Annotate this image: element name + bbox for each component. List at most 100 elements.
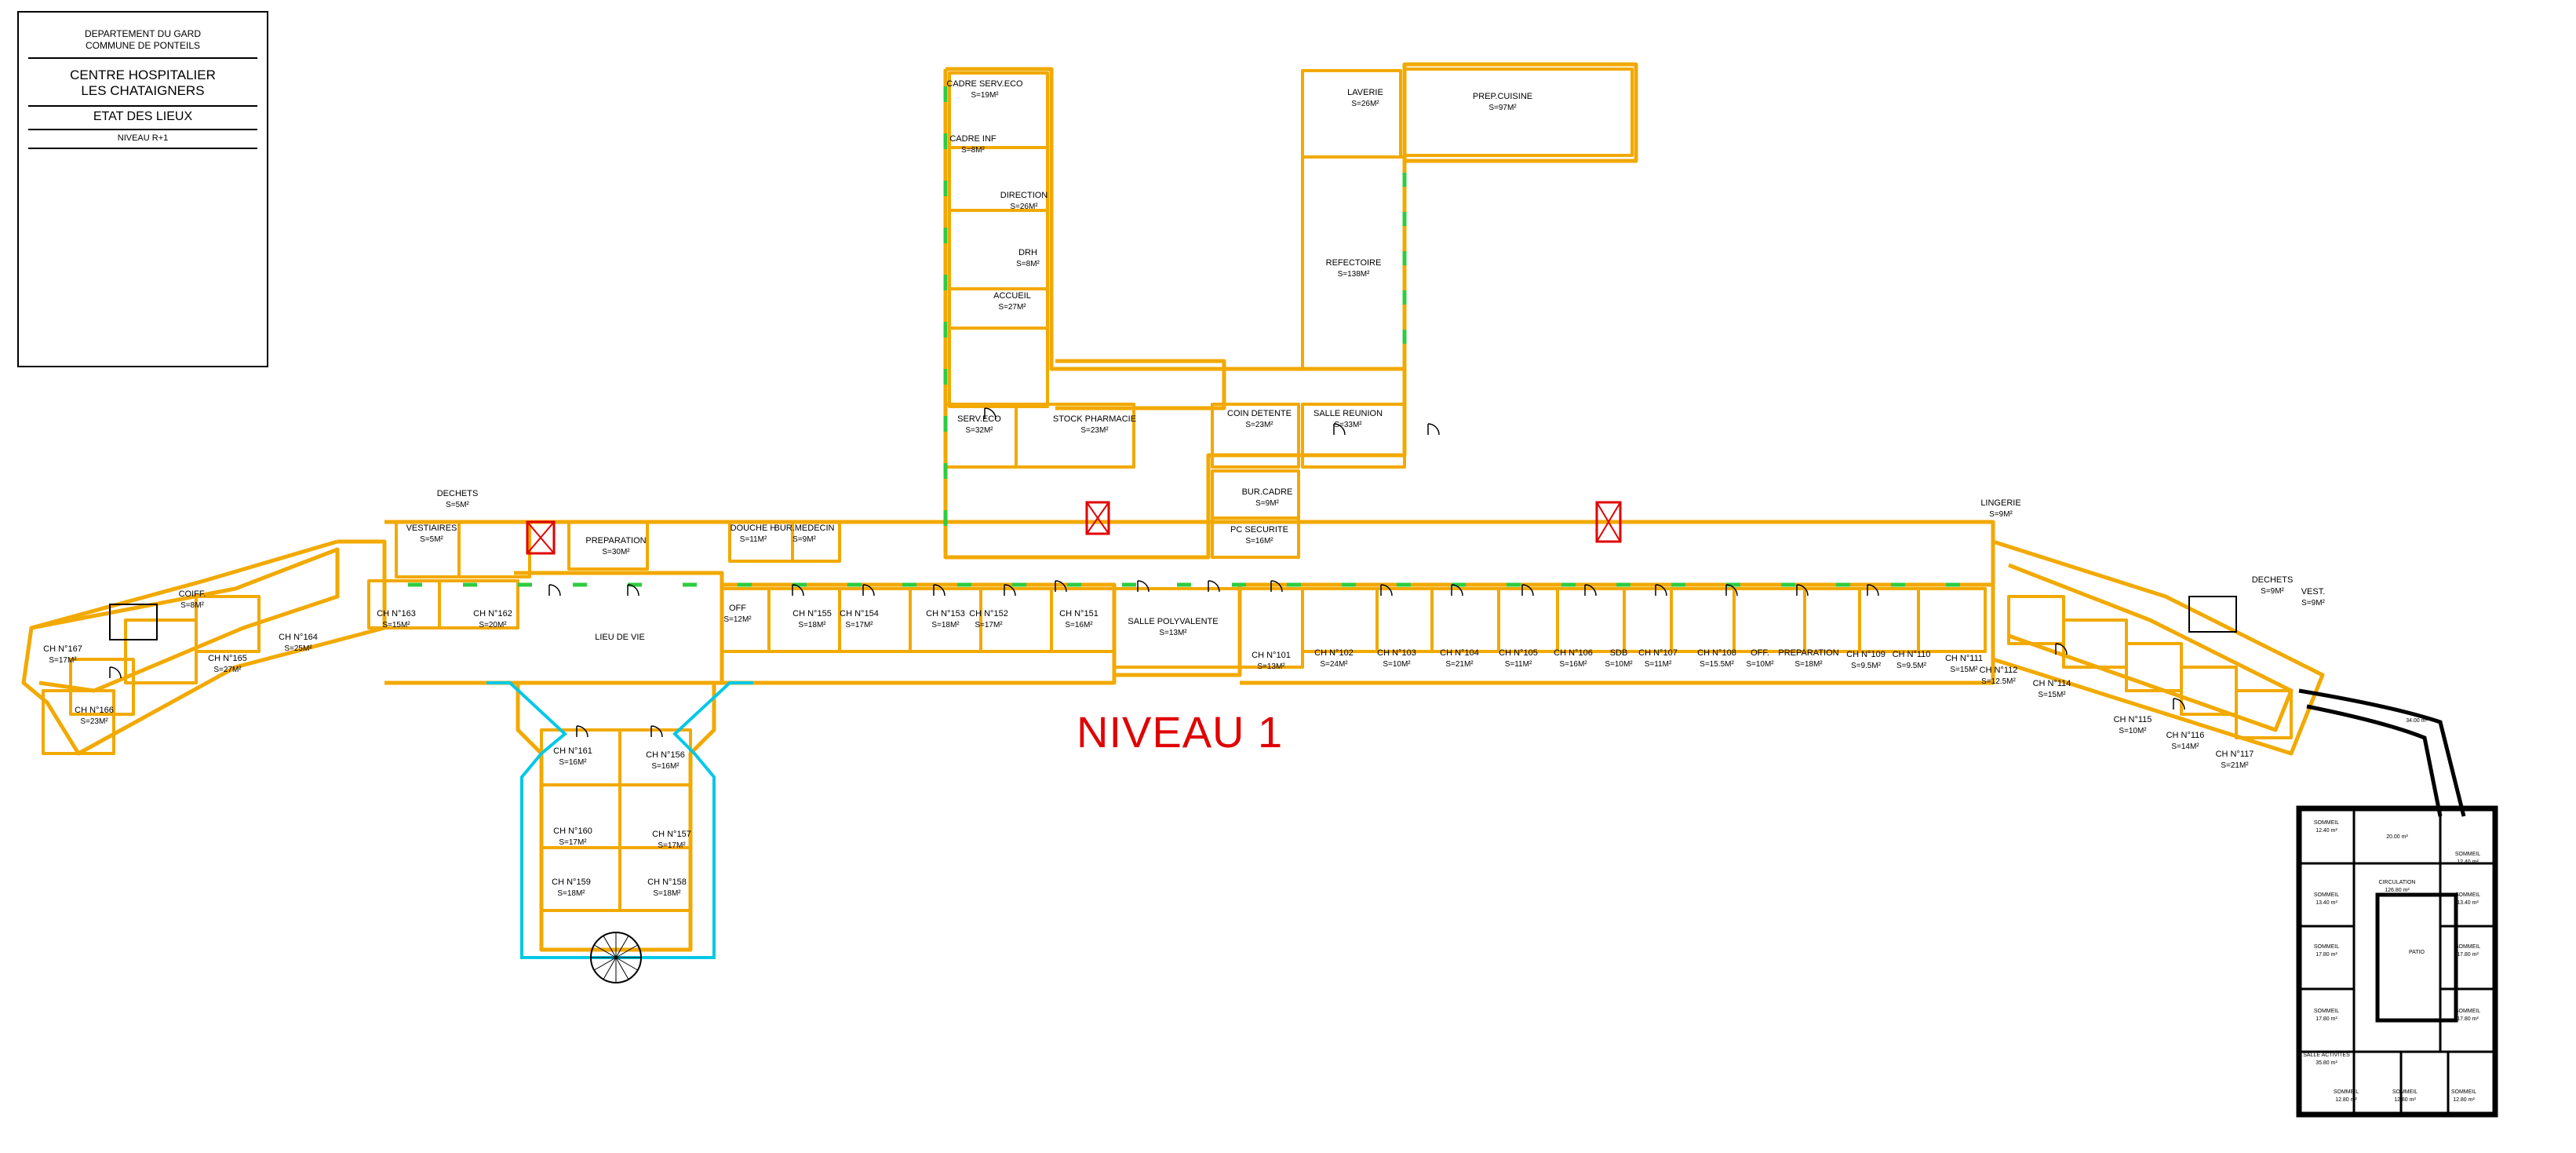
annex-room-name: SOMMEIL: [2455, 892, 2480, 898]
door-swing: [862, 584, 875, 597]
room-name: PC SECURITE: [1230, 525, 1288, 535]
room-area: S=23M²: [1080, 426, 1109, 435]
door-swing: [627, 584, 639, 597]
room-area: S=11M²: [1645, 660, 1672, 669]
door-swing: [1867, 584, 1879, 597]
annex-room-area: 17.80 m²: [2457, 1016, 2479, 1022]
room-name: CH N°114: [2033, 679, 2071, 688]
plan-title: NIVEAU 1: [1077, 707, 1284, 757]
room-area: S=9.5M²: [1896, 662, 1927, 670]
door-swing: [1208, 580, 1220, 593]
door-swing: [1725, 584, 1738, 597]
room-partition: [1301, 587, 1379, 653]
room-name: CH N°160: [553, 826, 592, 836]
room-area: S=8M²: [180, 601, 204, 610]
annex-room-name: SALLE ACTIVITES: [2303, 1053, 2350, 1058]
stair-tread: [603, 957, 617, 980]
room-area: S=18M²: [931, 621, 960, 629]
room-name: SALLE POLYVALENTE: [1128, 617, 1218, 626]
room-area: S=32M²: [965, 426, 993, 435]
room-partition: [2235, 689, 2293, 739]
door-swing: [933, 584, 946, 597]
room-name: CH N°162: [473, 609, 512, 618]
annex-building: [2296, 688, 2498, 1118]
room-area: S=27M²: [213, 666, 242, 674]
annex-room-name: SOMMEIL: [2334, 1089, 2359, 1095]
annex-room-partition: [2297, 925, 2356, 991]
annex-room-partition: [2447, 1050, 2497, 1116]
wall-outline: [1055, 359, 1226, 410]
building-walls: [21, 62, 2325, 952]
room-name: CH N°116: [2166, 731, 2205, 740]
room-name: CH N°154: [840, 609, 879, 618]
room-name: COIFF.: [179, 589, 206, 599]
wall-outline: [722, 582, 1117, 685]
room-area: S=25M²: [284, 644, 312, 653]
door-swing: [1380, 584, 1393, 597]
room-partition: [944, 403, 1018, 469]
room-partition: [838, 587, 912, 653]
door-swing: [1004, 584, 1016, 597]
door-swing: [1584, 584, 1597, 597]
annex-room-area: 12.80 m²: [2335, 1097, 2357, 1103]
room-area: S=13M²: [1257, 662, 1285, 671]
door-swing: [1055, 580, 1067, 593]
room-area: S=11M²: [1505, 660, 1532, 669]
door-swing: [1137, 580, 1150, 593]
room-name: OFF.: [1751, 648, 1769, 658]
room-partition: [1375, 587, 1434, 653]
title-divider: [28, 57, 257, 59]
room-name: STOCK PHARMACIE: [1053, 414, 1136, 424]
room-partition: [1917, 587, 1987, 653]
room-name: CH N°115: [2114, 715, 2152, 724]
door-swing: [109, 666, 122, 679]
room-partition: [767, 587, 841, 653]
room-area: S=9M²: [2261, 587, 2284, 596]
annex-room-area: 13.40 m²: [2315, 900, 2337, 906]
wall-outline: [2008, 563, 2294, 732]
annex-room-partition: [2352, 807, 2442, 865]
annex-room-area: 34.00 m²: [2406, 718, 2428, 724]
room-name: BUR.CADRE: [1242, 487, 1293, 497]
room-partition: [1623, 587, 1673, 653]
door-swing: [1427, 423, 1440, 436]
annex-room-area: 35.80 m²: [2315, 1060, 2337, 1066]
room-area: S=9M²: [1255, 499, 1279, 508]
room-name: CH N°104: [1440, 648, 1479, 658]
room-area: S=97M²: [1488, 104, 1517, 112]
room-name: PREP.CUISINE: [1473, 92, 1532, 101]
annex-room-area: 20.00 m²: [2386, 834, 2408, 840]
room-partition: [1733, 587, 1806, 653]
room-name: CH N°157: [652, 830, 691, 839]
lift-shaft: [1595, 501, 1622, 543]
room-area: S=18M²: [1794, 660, 1823, 669]
room-area: S=20M²: [479, 621, 507, 629]
room-partition: [1556, 587, 1626, 653]
room-partition: [1113, 587, 1241, 669]
annex-room-area: 12.80 m²: [2394, 1097, 2416, 1103]
room-name: CH N°103: [1377, 648, 1416, 658]
room-name: SERV.ECO: [957, 414, 1001, 424]
room-partition: [567, 520, 649, 571]
room-partition: [124, 618, 198, 684]
room-partition: [791, 520, 841, 563]
room-name: CH N°102: [1314, 648, 1354, 658]
wall-outline: [384, 520, 1995, 685]
room-area: S=23M²: [80, 717, 108, 726]
room-area: S=9.5M²: [1851, 662, 1882, 670]
room-partition: [618, 846, 692, 912]
lift-shaft: [1085, 501, 1110, 535]
door-swing: [984, 407, 997, 420]
annex-room-name: SOMMEIL: [2314, 820, 2339, 826]
title-divider: [28, 129, 257, 130]
room-name: CH N°107: [1638, 648, 1678, 658]
room-partition: [2007, 595, 2065, 645]
room-area: S=12.5M²: [1981, 677, 2016, 686]
room-partition: [1211, 403, 1300, 469]
room-name: CH N°109: [1846, 650, 1886, 659]
room-area: S=14M²: [2171, 743, 2199, 751]
room-area: S=8M²: [1016, 260, 1040, 268]
room-name: CH N°161: [553, 746, 592, 756]
room-name: CH N°153: [926, 609, 965, 618]
door-swing: [2055, 643, 2068, 655]
